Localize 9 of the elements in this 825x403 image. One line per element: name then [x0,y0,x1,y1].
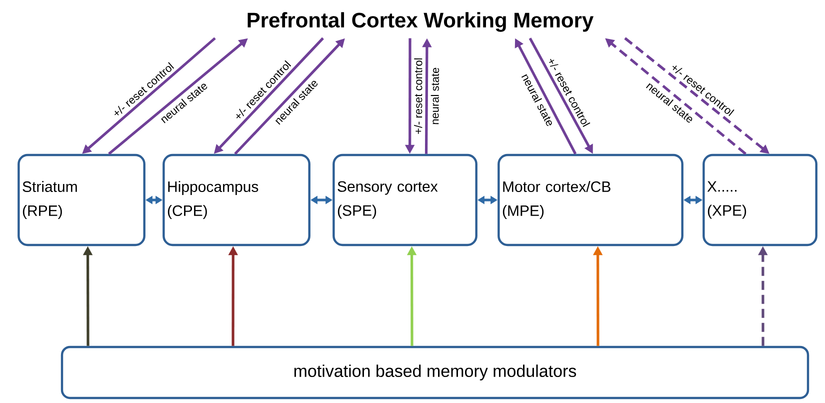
edge-label: neural state [430,66,440,126]
region-box: Motor cortex/CB (MPE) [498,154,684,246]
region-box: Striatum (RPE) [18,154,146,246]
region-box: Sensory cortex (SPE) [332,154,478,246]
modulator-box: motivation based memory modulators [60,346,810,400]
region-box: X..... (XPE) [702,154,818,246]
title: Prefrontal Cortex Working Memory [248,12,594,32]
region-box: Hippocampus (CPE) [162,154,310,246]
edge-label: +/- reset control [413,56,424,136]
